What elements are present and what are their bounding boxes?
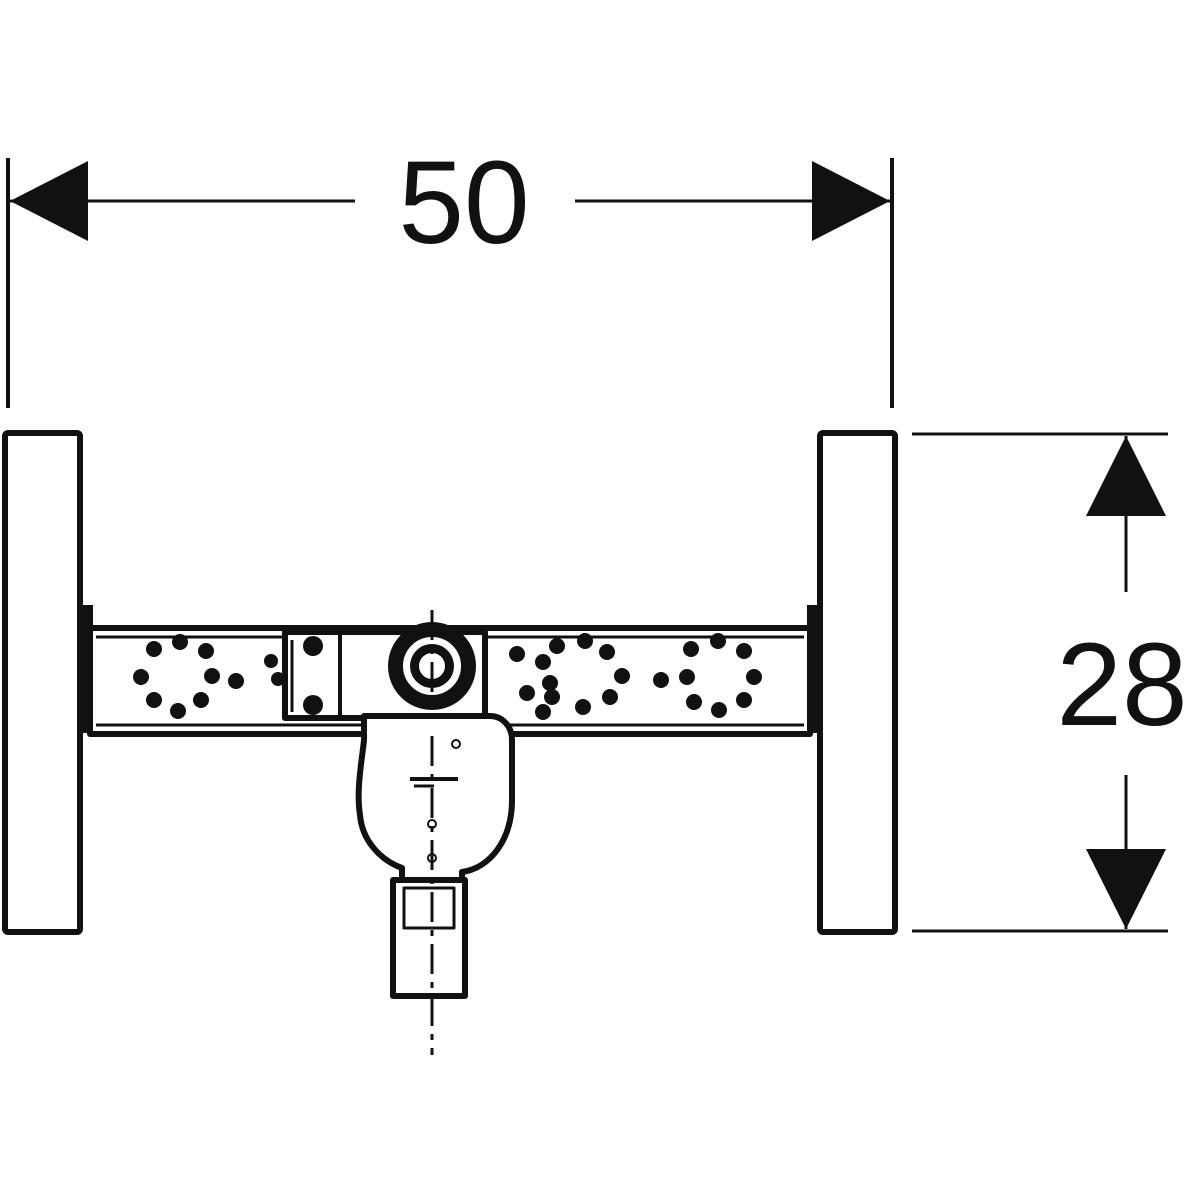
right-upright [817,430,898,935]
hole [577,633,593,649]
hole [575,699,591,715]
height-dimension-label: 28 [1056,619,1187,751]
hole [679,669,695,685]
mounting-plate-holes [303,636,323,715]
body-dot [451,739,461,749]
width-dimension [6,158,894,408]
hole [146,641,162,657]
hole [172,634,188,650]
hole [204,668,220,684]
hole [542,675,558,691]
hole [303,636,323,656]
hole [614,668,630,684]
hole [653,672,669,688]
hole [271,672,285,686]
crossbar-holes [133,633,762,720]
hole [519,685,535,701]
hole [736,643,752,659]
hole [198,643,214,659]
hole [683,641,699,657]
water-connection [355,622,515,999]
width-arrow-left-icon [10,161,88,241]
width-dimension-label: 50 [398,137,529,269]
hole [736,692,752,708]
width-arrow-right-icon [812,161,890,241]
hole [146,692,162,708]
hole [133,669,149,685]
hole [710,633,726,649]
hole [264,654,278,668]
height-arrow-down-icon [1086,849,1166,929]
height-dimension [912,432,1168,933]
hole [602,689,618,705]
hole [170,703,186,719]
outlet-pipe-inner [402,886,456,930]
hole [544,689,560,705]
hole [535,704,551,720]
hole [303,695,323,715]
left-upright [2,430,83,935]
hole [711,702,727,718]
hole [686,694,702,710]
hole [535,654,551,670]
height-arrow-up-icon [1086,436,1166,516]
hole [746,669,762,685]
hole [599,644,615,660]
hole [549,638,565,654]
hole [228,673,244,689]
hole [193,692,209,708]
hole [509,646,525,662]
